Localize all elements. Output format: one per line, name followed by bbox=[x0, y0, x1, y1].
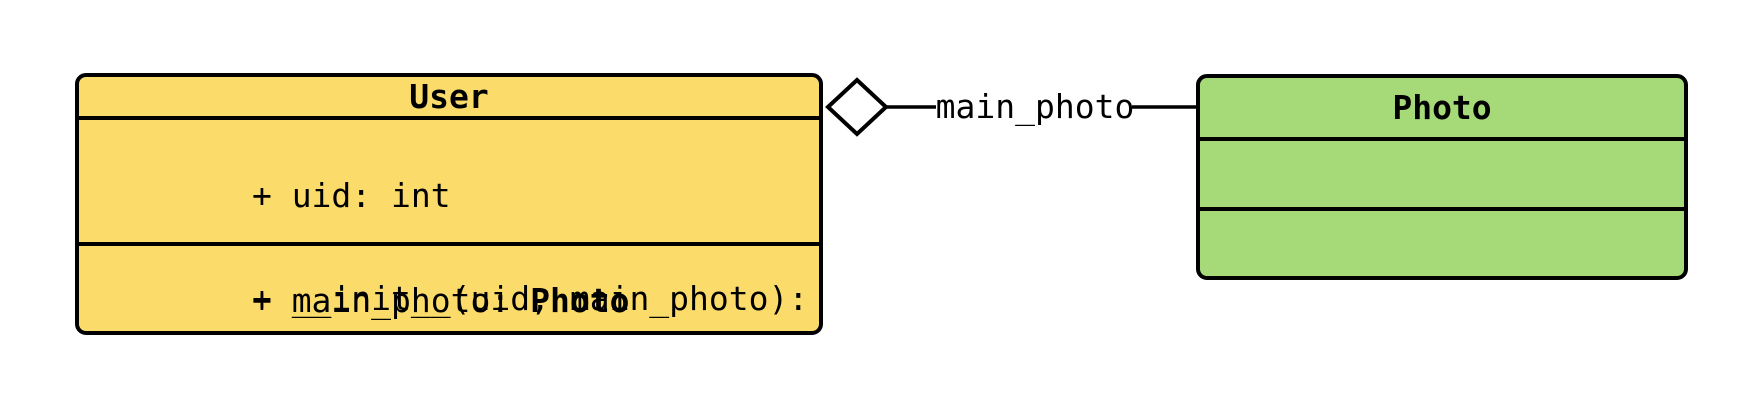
class-name-user: User bbox=[409, 77, 489, 116]
relationship-label: main_photo bbox=[935, 87, 1135, 126]
class-attributes-compartment-photo bbox=[1200, 137, 1684, 207]
class-box-user: User + uid: int + main_photo: Photo + __… bbox=[75, 73, 823, 335]
attribute-type-bold: Photo bbox=[530, 281, 630, 320]
class-methods-compartment-photo bbox=[1200, 207, 1684, 276]
class-methods-compartment-user: + __init__(uid, main_photo): None bbox=[79, 242, 819, 331]
attribute-text: + main_photo: bbox=[251, 281, 531, 320]
aggregation-connector bbox=[825, 77, 1197, 137]
aggregation-diamond-icon bbox=[825, 77, 889, 137]
attribute-text: + uid: int bbox=[251, 176, 451, 215]
class-name-photo: Photo bbox=[1392, 88, 1492, 127]
method-line-init: + __init__(uid, main_photo): None bbox=[93, 246, 819, 331]
method-text: + __init__(uid, main_photo): None bbox=[251, 279, 809, 318]
class-title-compartment-photo: Photo bbox=[1200, 78, 1684, 137]
attribute-line-main-photo: + main_photo: Photo bbox=[93, 248, 819, 331]
class-title-compartment-user: User bbox=[79, 77, 819, 116]
class-box-photo: Photo bbox=[1196, 74, 1688, 280]
attribute-line-uid: + uid: int bbox=[93, 143, 819, 248]
class-attributes-compartment-user: + uid: int + main_photo: Photo bbox=[79, 116, 819, 318]
